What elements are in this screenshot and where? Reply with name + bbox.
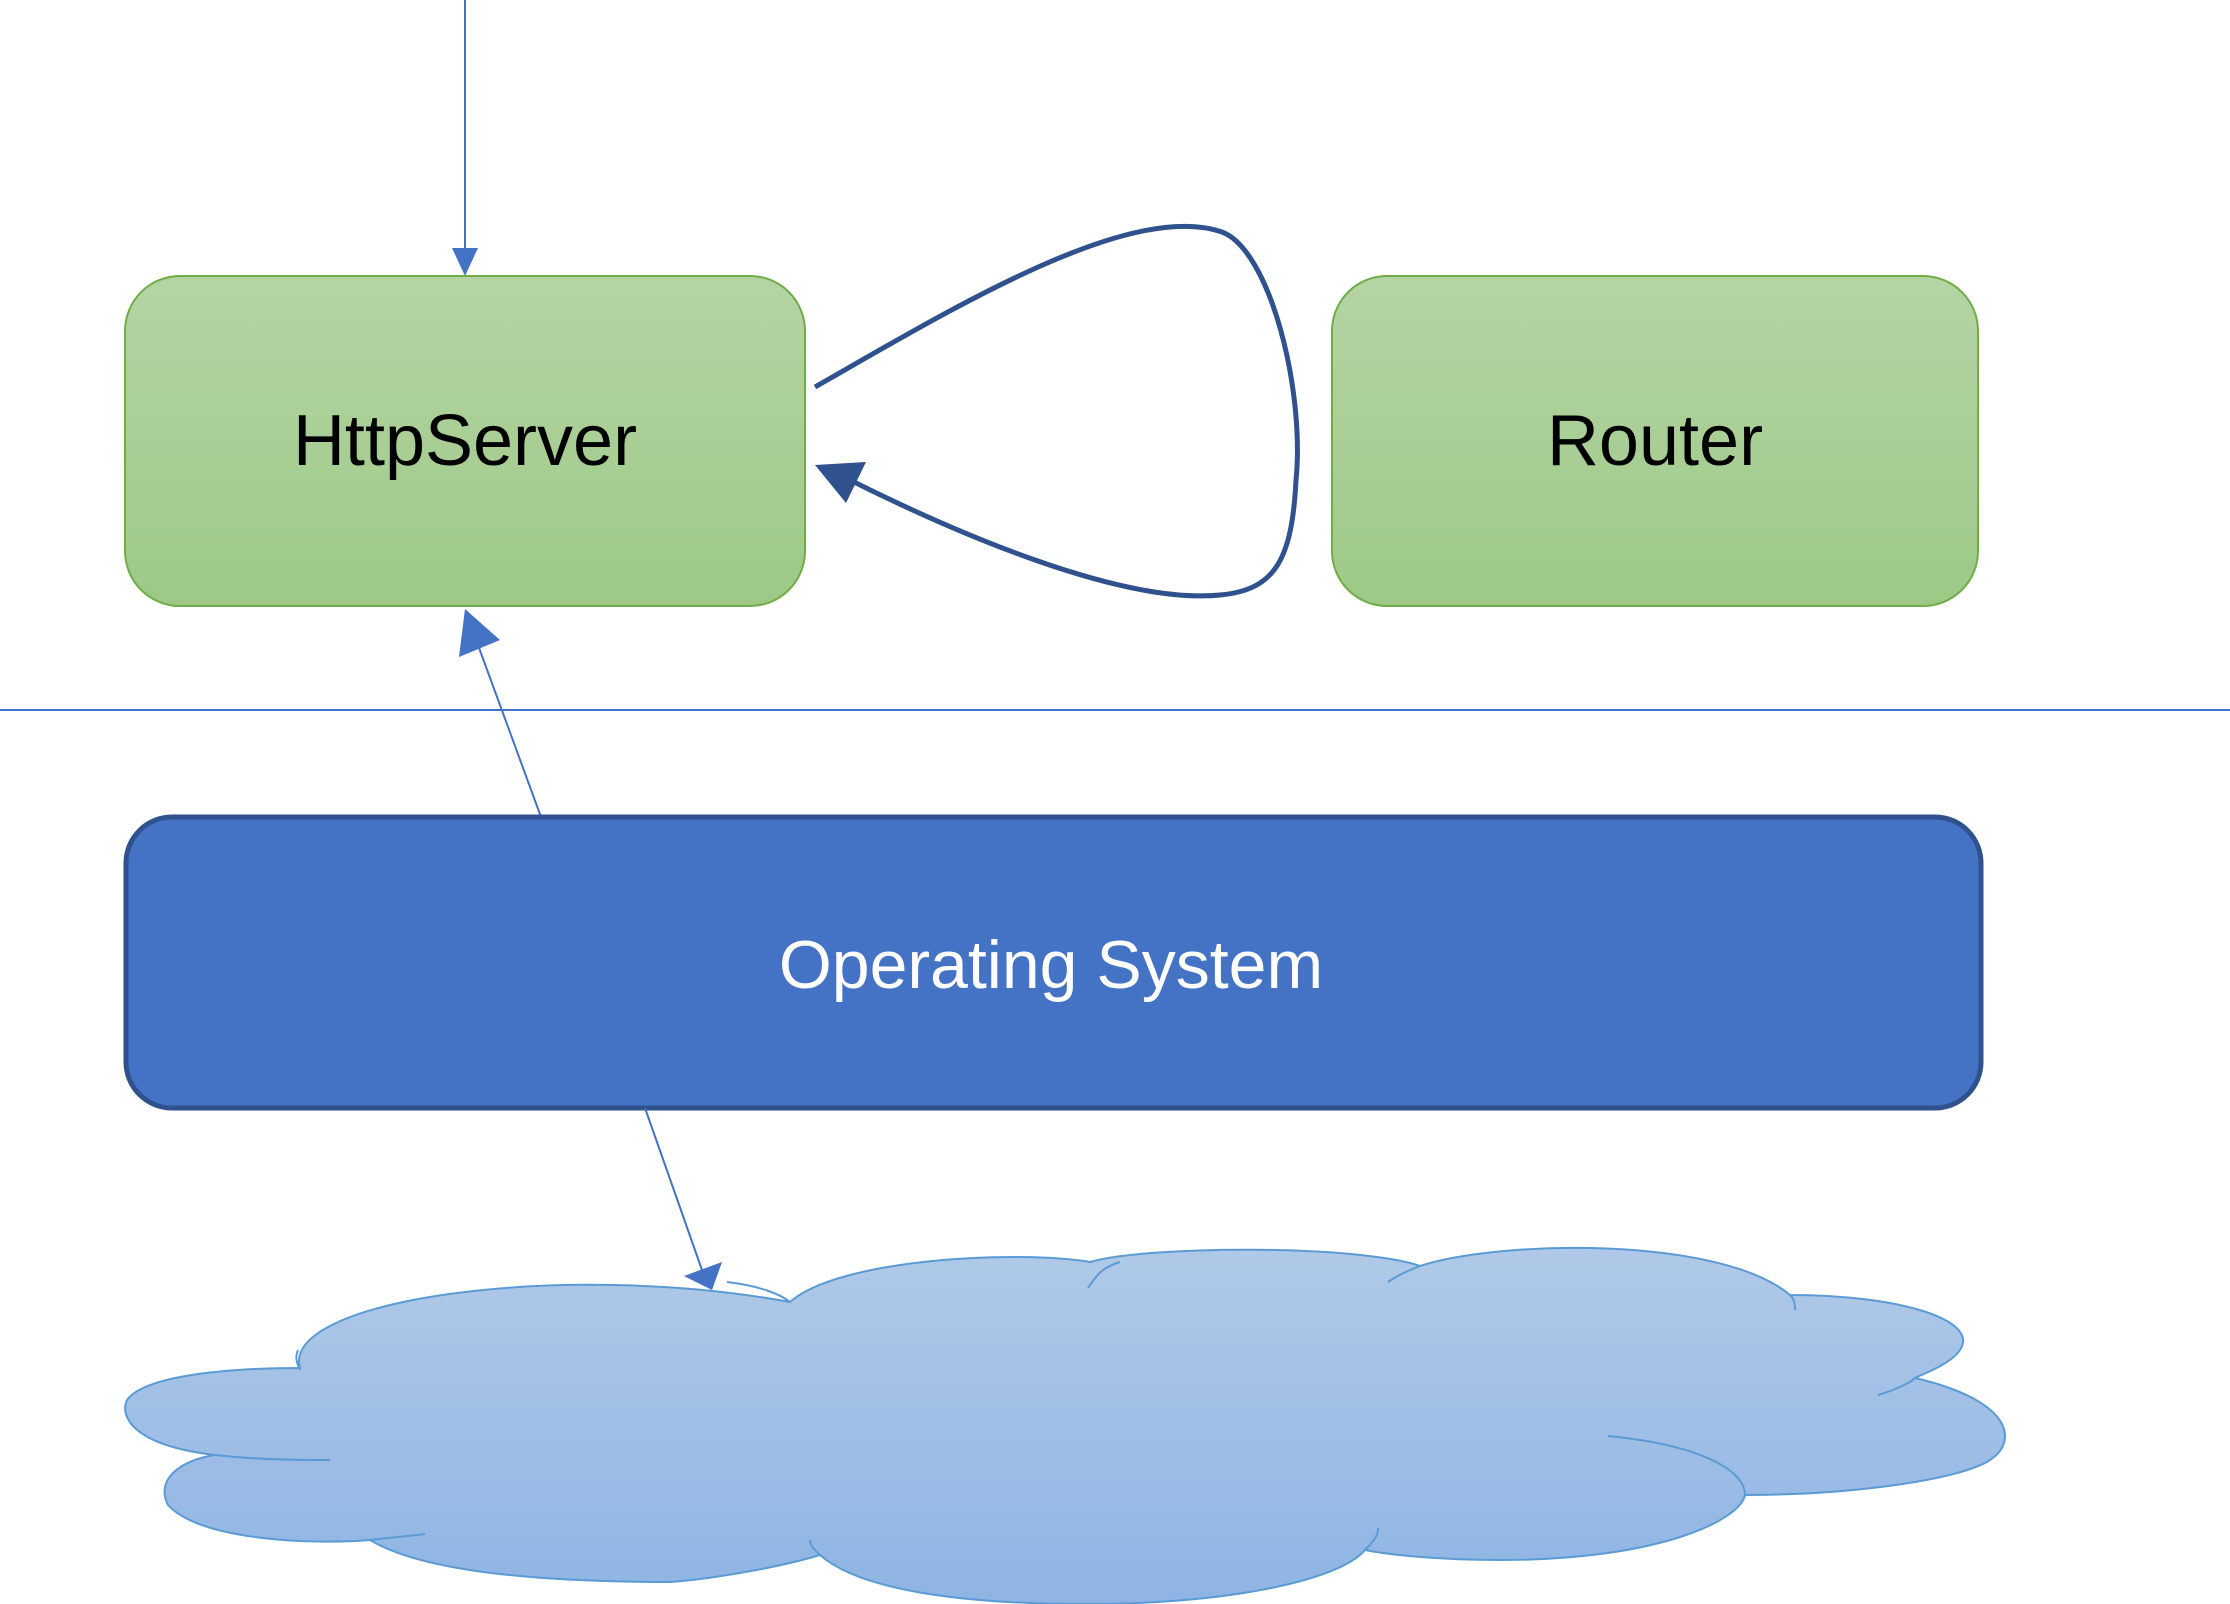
http-server-label: HttpServer	[293, 401, 637, 481]
operating-system-label: Operating System	[779, 927, 1323, 1003]
incoming-arrow	[452, 0, 478, 276]
os-to-network-arrow	[644, 1107, 722, 1290]
os-to-httpserver-arrow	[459, 609, 542, 818]
network-cloud[interactable]	[124, 1246, 2006, 1604]
http-server-node[interactable]: HttpServer	[124, 275, 806, 607]
operating-system-node[interactable]: Operating System	[123, 814, 1984, 1111]
self-loop-arrow	[813, 223, 1300, 599]
router-label: Router	[1547, 401, 1763, 481]
router-node[interactable]: Router	[1331, 275, 1979, 607]
